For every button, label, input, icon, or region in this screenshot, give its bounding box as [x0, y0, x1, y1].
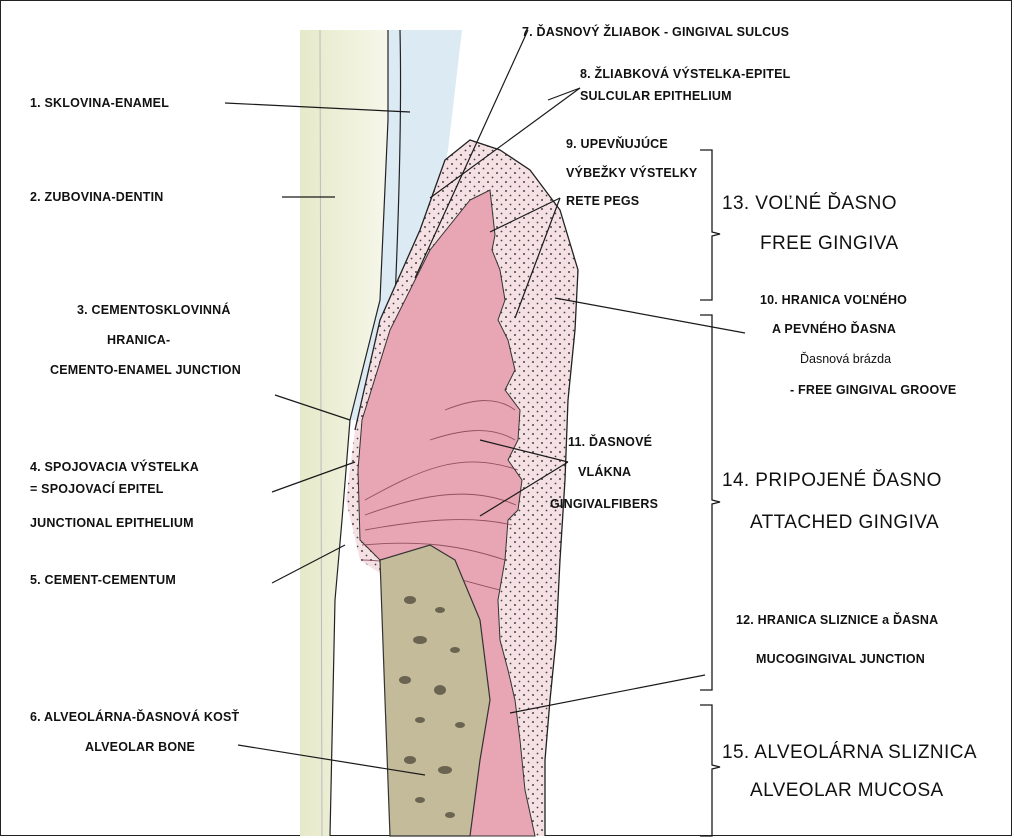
label-fibers-2: VLÁKNA [578, 465, 631, 479]
label-attached-gingiva-2: ATTACHED GINGIVA [750, 512, 939, 534]
label-free-gingiva-2: FREE GINGIVA [760, 233, 899, 255]
label-junctional-2: = SPOJOVACÍ EPITEL [30, 482, 164, 496]
label-free-gingiva-1: 13. VOĽNÉ ĎASNO [722, 193, 897, 215]
label-mucogingival-2: MUCOGINGIVAL JUNCTION [756, 652, 925, 666]
label-cej-2: HRANICA- [107, 333, 170, 347]
label-bone-2: ALVEOLAR BONE [85, 740, 195, 754]
label-rete-3: RETE PEGS [566, 194, 639, 208]
label-bone-1: 6. ALVEOLÁRNA-ĎASNOVÁ KOSŤ [30, 710, 239, 724]
label-groove-1: 10. HRANICA VOĽNÉHO [760, 293, 907, 307]
label-cementum: 5. CEMENT-CEMENTUM [30, 573, 176, 587]
label-sulcular-1: 8. ŽLIABKOVÁ VÝSTELKA-EPITEL [580, 67, 790, 81]
label-cej-3: CEMENTO-ENAMEL JUNCTION [50, 363, 241, 377]
label-alveolar-mucosa-2: ALVEOLAR MUCOSA [750, 780, 944, 802]
label-attached-gingiva-1: 14. PRIPOJENÉ ĎASNO [722, 470, 942, 492]
label-enamel: 1. SKLOVINA-ENAMEL [30, 96, 169, 110]
label-groove-3: Ďasnová brázda [800, 352, 891, 366]
label-groove-2: A PEVNÉHO ĎASNA [772, 322, 896, 336]
label-junctional-3: JUNCTIONAL EPITHELIUM [30, 516, 194, 530]
label-rete-1: 9. UPEVŇUJÚCE [566, 137, 668, 151]
brace-lines [700, 150, 720, 836]
label-junctional-1: 4. SPOJOVACIA VÝSTELKA [30, 460, 199, 474]
label-sulcus: 7. ĎASNOVÝ ŽLIABOK - GINGIVAL SULCUS [522, 25, 789, 39]
label-alveolar-mucosa-1: 15. ALVEOLÁRNA SLIZNICA [722, 742, 977, 764]
label-mucogingival-1: 12. HRANICA SLIZNICE a ĎASNA [736, 613, 938, 627]
label-fibers-1: 11. ĎASNOVÉ [568, 435, 652, 449]
label-sulcular-2: SULCULAR EPITHELIUM [580, 89, 732, 103]
label-cej-1: 3. CEMENTOSKLOVINNÁ [77, 303, 231, 317]
label-fibers-3: GINGIVALFIBERS [550, 497, 658, 511]
label-dentin: 2. ZUBOVINA-DENTIN [30, 190, 163, 204]
label-rete-2: VÝBEŽKY VÝSTELKY [566, 166, 697, 180]
label-groove-4: - FREE GINGIVAL GROOVE [790, 383, 956, 397]
